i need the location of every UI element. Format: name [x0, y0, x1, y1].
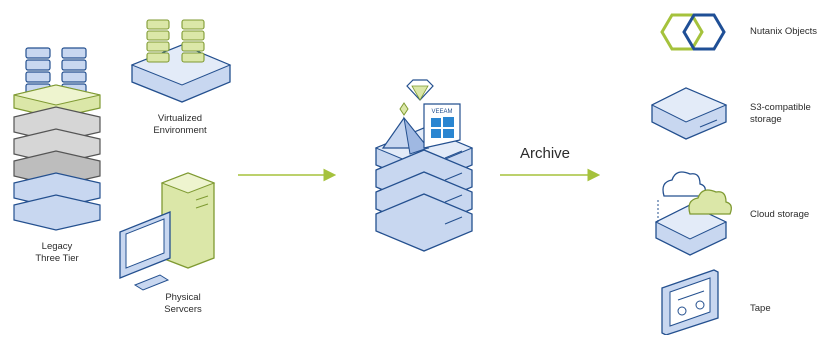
physical-servers-icon [119, 172, 216, 291]
legacy-label-line1: Legacy [42, 241, 73, 252]
storage-tier [13, 172, 101, 231]
legacy-label-line2: Three Tier [35, 253, 78, 264]
target-label-tape: Tape [750, 303, 771, 314]
virtualized-label-line1: Virtualized [158, 113, 202, 124]
gem-icon [406, 79, 434, 101]
physical-label-line1: Physical [165, 292, 200, 303]
tape-icon [661, 269, 719, 336]
vm-stack-left [146, 19, 170, 63]
legacy-three-tier-icon [13, 47, 101, 231]
cloud-storage-icon [654, 171, 732, 256]
virtualized-environment-icon [130, 19, 232, 103]
compute-tier [13, 84, 101, 119]
pyramid-icon [381, 116, 430, 155]
nutanix-hexagon-icon [660, 13, 726, 51]
target-label-s3-line2: storage [750, 114, 782, 125]
windows-icon [431, 117, 454, 138]
veeam-label: VEEAM [431, 109, 452, 115]
target-label-nutanix: Nutanix Objects [750, 26, 817, 37]
target-label-s3-line1: S3-compatible [750, 102, 811, 113]
physical-label-line2: Servcers [164, 304, 202, 315]
veeam-windows-box-icon: VEEAM [423, 103, 461, 149]
target-label-cloud: Cloud storage [750, 209, 809, 220]
s3-storage-box-icon [650, 87, 728, 140]
vm-stack-right [181, 19, 205, 63]
small-gem-icon [399, 102, 409, 116]
archive-label: Archive [520, 145, 570, 162]
network-tier [13, 106, 101, 187]
virtualized-label-line2: Environment [153, 125, 207, 136]
